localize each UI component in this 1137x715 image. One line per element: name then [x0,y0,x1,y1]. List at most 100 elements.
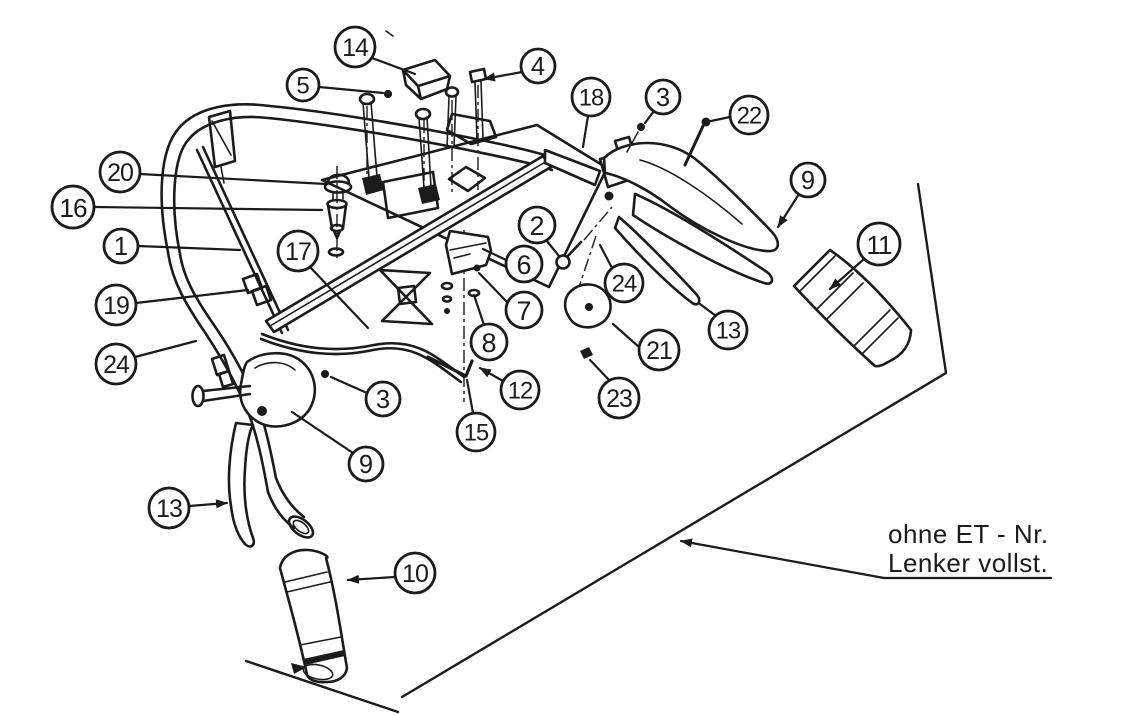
callout-number: 19 [103,292,129,320]
callout-balloon-14 [333,25,377,69]
callout-balloon-13 [147,486,191,530]
callout-balloon-6 [504,244,544,284]
callout-number: 9 [801,167,815,195]
grip-bottom [278,548,349,684]
callout-16: 16 [50,184,324,230]
callout-balloon-24 [603,262,645,304]
callout-18: 18 [570,76,612,149]
callout-balloon-12 [499,369,541,411]
callout-9: 9 [290,410,385,483]
callout-balloon-15 [455,411,497,453]
callout-number: 1 [114,233,128,261]
tube-open-end [266,476,315,539]
callout-number: 18 [579,85,604,112]
callout-number: 20 [107,159,133,187]
callout-balloon-1 [102,227,140,265]
grip-right [792,248,913,368]
callout-1: 1 [102,227,242,265]
bushing-stack [323,166,353,258]
callout-number: 3 [376,386,390,414]
callout-number: 24 [612,271,637,298]
tube-clamp [210,353,235,389]
callout-3: 3 [321,370,402,418]
callout-12: 12 [478,366,541,411]
callout-2: 2 [517,205,561,258]
callout-balloon-9 [789,161,827,199]
callout-balloon-18 [570,76,612,118]
callout-9: 9 [776,161,827,229]
guide-rod [195,145,290,335]
callout-balloon-3 [644,78,682,116]
callout-number: 23 [606,385,632,413]
clamp-block [440,229,493,402]
callout-4: 4 [482,47,557,85]
callout-13: 13 [698,302,749,351]
brake-lever-blade [613,192,774,306]
callout-17: 17 [276,229,370,330]
callout-balloon-13 [707,309,749,351]
brake-lever-main [602,141,780,253]
callout-3: 3 [626,78,682,153]
callout-number: 12 [508,378,533,405]
callout-balloon-10 [393,551,437,595]
callout-11: 11 [828,221,902,291]
callout-number: 14 [342,34,369,62]
callout-number: 24 [103,351,130,379]
annotation-line1: ohne ET - Nr. [888,519,1049,549]
loop-bracket [207,109,237,184]
callout-22: 22 [709,94,770,136]
callout-balloon-11 [856,221,902,267]
callout-balloon-5 [285,67,321,103]
callout-10: 10 [346,551,437,595]
callout-balloon-24 [94,342,138,386]
bracket-bolts-left [358,92,440,220]
callout-number: 17 [285,238,311,266]
callout-balloon-17 [276,229,320,273]
callout-balloon-8 [469,322,509,362]
callout-number: 16 [59,193,87,223]
boundary-lines [244,182,948,714]
callout-number: 2 [529,211,544,241]
callout-24: 24 [598,243,645,304]
callout-6: 6 [481,244,544,284]
callout-number: 13 [156,495,182,523]
callout-number: 13 [716,318,741,345]
callout-balloon-4 [519,47,557,85]
annotation-line2: Lenker vollst. [888,548,1048,578]
callout-number: 11 [866,230,892,260]
long-screw [683,117,711,167]
callout-balloon-22 [728,94,770,136]
callout-number: 9 [359,451,373,479]
callout-14: 14 [333,25,417,76]
callout-number: 7 [516,296,531,326]
callout-balloon-3 [364,380,402,418]
callout-7: 7 [477,271,544,330]
callout-number: 22 [737,103,762,130]
callout-number: 3 [656,84,670,112]
tick-mark [385,30,394,37]
callout-20: 20 [98,150,328,194]
callout-balloon-16 [50,184,96,230]
handlebar-loop [160,103,559,494]
callout-number: 8 [481,328,496,358]
lever-housing-left [191,351,317,548]
callout-8: 8 [469,293,509,362]
callout-number: 4 [531,53,545,81]
callout-balloon-20 [98,150,142,194]
bracket-bolts-right [384,58,498,195]
callout-balloon-7 [504,290,544,330]
callout-15: 15 [455,378,497,453]
callout-23: 23 [580,347,641,420]
callout-balloon-19 [94,283,138,327]
callout-number: 5 [296,73,309,100]
callout-balloon-2 [517,205,557,245]
annotation: ohne ET - Nr. Lenker vollst. [679,519,1053,580]
callout-24: 24 [94,339,198,386]
callout-balloon-21 [637,328,681,372]
callout-5: 5 [285,67,392,103]
callout-13: 13 [147,486,229,530]
callout-number: 6 [516,250,531,280]
callout-19: 19 [94,283,250,327]
